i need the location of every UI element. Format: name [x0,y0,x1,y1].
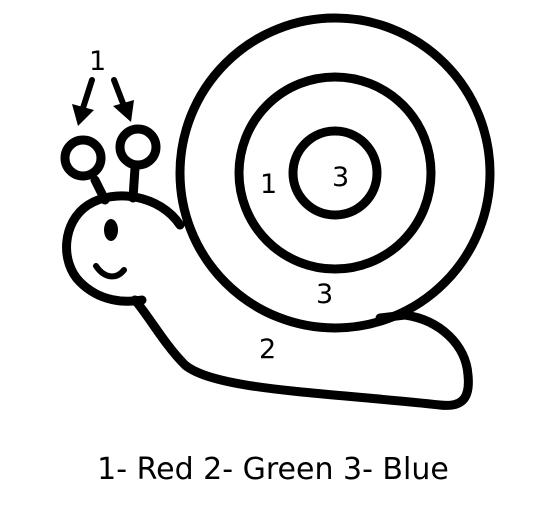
snail-smile [93,263,127,280]
snail-body-outline [130,295,473,410]
shell-middle-circle [234,72,436,274]
snail-head-outline [62,191,185,306]
color-key-legend: 1- Red 2- Green 3- Blue [97,452,449,487]
left-antenna-stalk [90,175,110,205]
shell-center-number: 3 [332,162,349,193]
left-arrow-icon [72,77,95,126]
right-antenna-stalk [128,163,140,203]
right-antenna-ball [115,124,161,170]
shell-inner-circle [288,126,382,220]
shell-middle-ring-number: 1 [260,169,277,200]
left-antenna-ball [60,135,106,181]
body-number: 2 [259,334,276,365]
snail-eye [104,219,118,241]
shell-outer-circle [175,13,495,333]
right-arrow-icon [111,77,134,122]
antenna-number-label: 1 [89,46,106,77]
shell-outer-ring-number: 3 [316,279,333,310]
